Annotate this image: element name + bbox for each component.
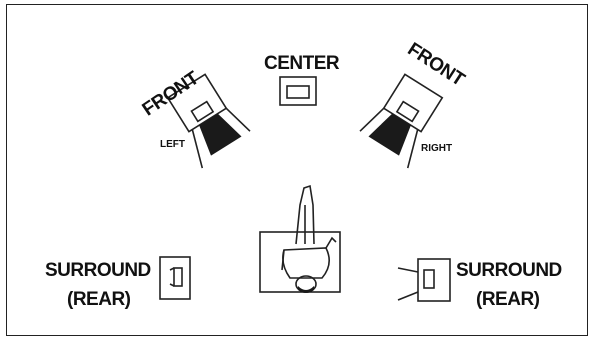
listener-seat [259,184,341,293]
surround-left-driver-edge-2 [169,283,175,287]
front-left-sound-shadow [199,113,242,156]
surround-right-speaker [397,258,451,302]
front-right-driver [395,100,420,123]
front-left-driver [190,100,215,123]
surround-right-beam-line [397,267,419,273]
surround-right-driver [423,269,435,289]
surround-left-sub-label: (REAR) [67,289,131,310]
front-left-beam-line-2 [225,107,251,132]
front-left-speaker [166,73,251,169]
center-driver [286,85,310,99]
front-right-beam-line-2 [406,129,419,169]
front-left-beam-line [191,129,204,169]
surround-left-label: SURROUND [45,260,151,281]
listener-hair [298,286,314,293]
surround-left-speaker-box [159,256,191,300]
listener-arm-left [281,249,285,271]
listener-legs [295,184,315,245]
surround-right-sub-label: (REAR) [476,289,540,310]
chair [259,231,341,293]
center-label: CENTER [264,53,340,74]
surround-left-driver-edge [169,267,175,271]
surround-right-label: SURROUND [456,260,562,281]
center-speaker-box [279,76,317,106]
listener-arm-right [325,236,337,249]
center-speaker [279,76,317,106]
front-right-sound-shadow [368,113,411,156]
surround-left-driver [173,267,183,287]
front-left-sub-label: LEFT [160,139,185,150]
front-right-sub-label: RIGHT [421,143,452,154]
front-right-beam-line [359,107,385,132]
surround-right-beam-line-2 [397,291,419,301]
surround-left-speaker [159,256,191,300]
front-right-speaker [359,73,444,169]
